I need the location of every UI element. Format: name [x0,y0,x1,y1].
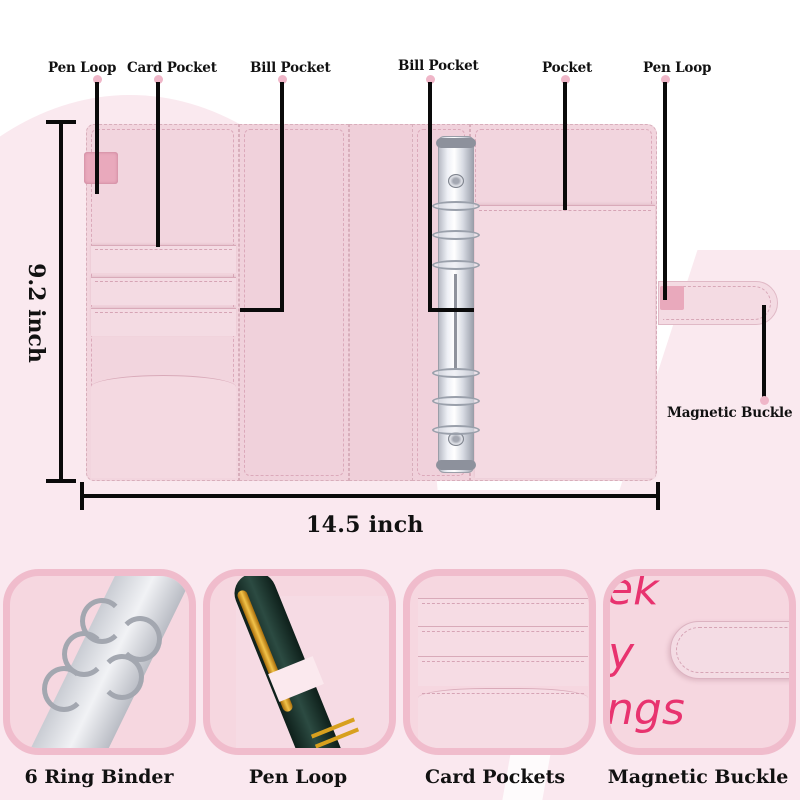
callout-dot [154,75,163,84]
binder-ring [432,396,480,406]
binder-ring [432,230,480,240]
card-slot [91,277,236,305]
binder-open-view [84,124,778,481]
feature-caption-magnetic-buckle: Magnetic Buckle [607,766,789,788]
cover-text: ek [606,569,659,615]
dimension-width-label: 14.5 inch [306,512,424,538]
card-pockets-image [418,598,588,628]
dimension-height-label: 9.2 inch [23,263,49,363]
callout-line [240,308,284,312]
callout-pen-loop-left: Pen Loop [48,60,117,76]
callout-magnetic-buckle: Magnetic Buckle [667,405,793,421]
card-slot [418,656,588,686]
ring-rail [454,274,457,369]
card-slot [91,245,236,273]
callout-card-pocket: Card Pocket [127,60,217,76]
callout-line [663,82,667,300]
stitching [244,129,344,476]
callout-line [762,305,766,400]
callout-line [156,82,160,247]
callout-line [563,82,567,210]
curved-pocket [91,375,236,478]
right-pocket [475,205,655,478]
callout-line [428,82,432,312]
pen-loop-left-strap [84,152,118,184]
spine-cap-top [436,138,476,148]
callout-line [280,82,284,312]
callout-dot [661,75,670,84]
callout-dot [760,396,769,405]
magnetic-buckle-image [670,621,789,679]
feature-caption-ring-binder: 6 Ring Binder [24,766,174,788]
card-slot [418,688,588,748]
callout-line [95,82,99,194]
ring-icon [100,654,144,700]
bill-pocket-left-panel [239,124,349,481]
binder-ring [432,201,480,211]
cover-text: y [608,628,635,679]
callout-dot [561,75,570,84]
callout-pocket: Pocket [542,60,592,76]
feature-caption-pen-loop: Pen Loop [248,766,348,788]
cover-text: ngs [606,684,685,735]
dimension-line-vertical [59,120,63,482]
dimension-line-horizontal [80,494,660,498]
binder-ring [432,425,480,435]
card-slot [91,308,236,336]
callout-line [428,308,474,312]
callout-dot [93,75,102,84]
callout-pen-loop-right: Pen Loop [643,60,712,76]
feature-tile-magnetic-buckle: ek y ngs [603,569,796,755]
dimension-cap-bottom [46,479,76,483]
callout-bill-pocket-right: Bill Pocket [398,58,479,74]
feature-tile-ring-binder [3,569,196,755]
ring-icon [42,666,86,712]
callout-dot [426,75,435,84]
callout-dot [278,75,287,84]
feature-tile-pen-loop [203,569,396,755]
feature-tile-card-pockets [403,569,596,755]
left-panel [84,124,239,481]
dimension-cap-right [656,482,660,510]
binder-ring [432,260,480,270]
binder-ring [432,368,480,378]
callout-bill-pocket-left: Bill Pocket [250,60,331,76]
rivet [448,174,464,188]
feature-caption-card-pockets: Card Pockets [424,766,566,788]
ring-icon [62,631,106,677]
card-slot [418,626,588,656]
spine-cap-bottom [436,460,476,470]
